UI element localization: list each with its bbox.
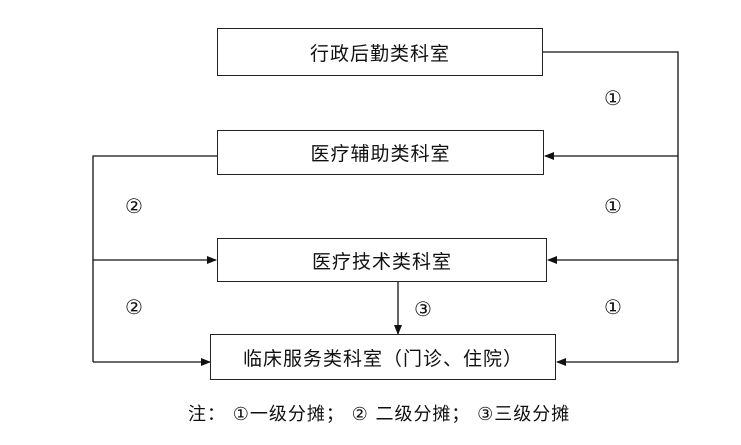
admin-logistics-box: 行政后勤类科室 (217, 28, 543, 76)
medical-technology-box: 医疗技术类科室 (217, 238, 547, 282)
admin-logistics-label: 行政后勤类科室 (309, 42, 450, 65)
level-1-marker-bottom: ① (604, 295, 622, 319)
medical-auxiliary-box: 医疗辅助类科室 (217, 130, 544, 175)
admin-right-trunk (543, 51, 679, 362)
level-3-marker: ③ (414, 297, 432, 321)
level-1-marker-middle: ① (604, 194, 622, 218)
level-2-marker-upper: ② (125, 194, 143, 218)
legend-note: 注： ①一级分摊； ② 二级分摊； ③三级分摊 (188, 404, 571, 425)
medical-technology-label: 医疗技术类科室 (311, 250, 452, 273)
level-1-marker-top: ① (604, 86, 622, 110)
aux-left-trunk (92, 155, 217, 362)
level-2-marker-lower: ② (125, 295, 143, 319)
clinical-service-box: 临床服务类科室（门诊、住院） (210, 334, 556, 380)
clinical-service-label: 临床服务类科室（门诊、住院） (242, 347, 523, 370)
medical-auxiliary-label: 医疗辅助类科室 (310, 143, 451, 165)
